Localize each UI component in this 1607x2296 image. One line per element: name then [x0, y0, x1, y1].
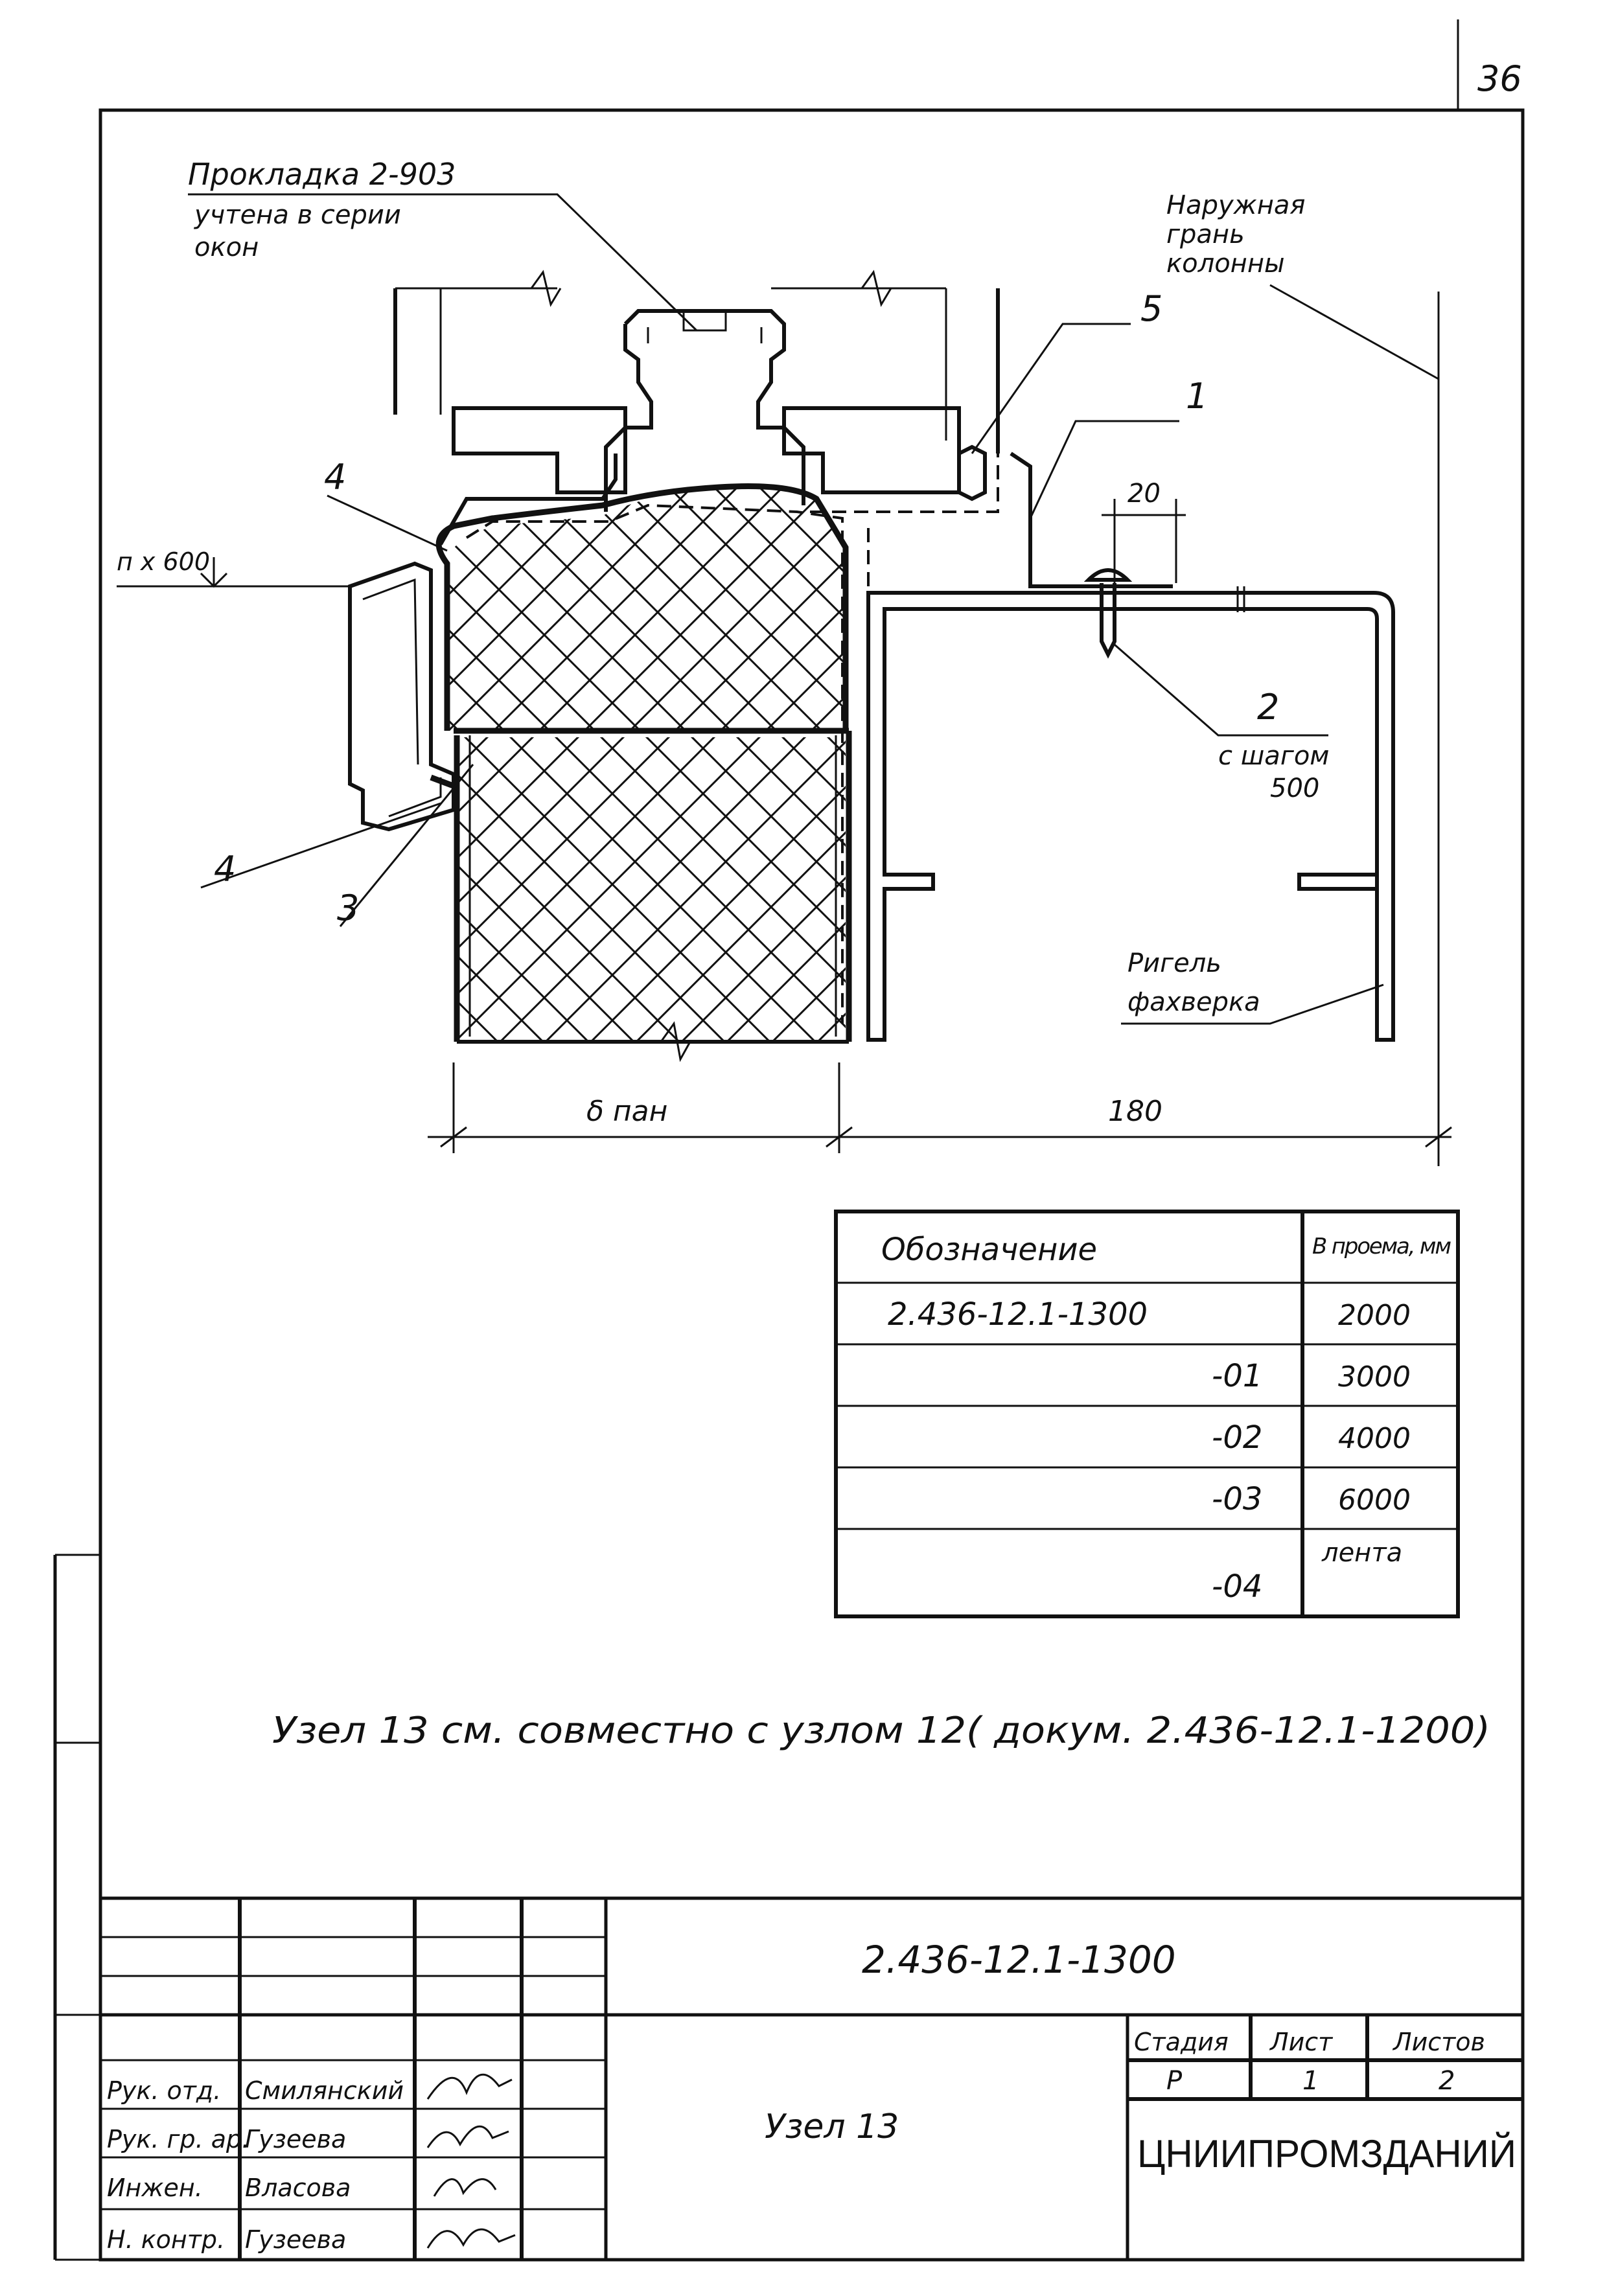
window-frame-profiles	[393, 270, 1000, 512]
gasket-note-line1: учтена в серии	[194, 200, 401, 230]
spec-row-2-designation: -01	[1212, 1358, 1262, 1394]
pos-2-label: 2	[1257, 687, 1279, 728]
organization: ЦНИИПРОМЗДАНИЙ	[1137, 2132, 1516, 2175]
dim-20-text: 20	[1127, 479, 1161, 509]
stage-label: Стадия	[1134, 2028, 1229, 2056]
dim-panel-text: δ пан	[586, 1095, 667, 1128]
spec-row-4-value: 6000	[1338, 1484, 1411, 1517]
drawing-title: Узел 13	[765, 2107, 899, 2146]
outer-face-line3: колонны	[1166, 249, 1285, 279]
name-3: Власова	[245, 2174, 351, 2202]
spec-row-5-value: лента	[1321, 1538, 1402, 1568]
node-13-section: Прокладка 2-903 учтена в серии окон Нару…	[117, 157, 1452, 1166]
pos-3-label: 3	[337, 888, 359, 928]
flashing-1	[1010, 452, 1173, 588]
pos-4-top-label: 4	[324, 457, 346, 498]
sheets-value: 2	[1439, 2066, 1455, 2096]
sheet-number: 36	[1477, 58, 1522, 99]
pos-5-label: 5	[1140, 288, 1162, 329]
title-block: 2.436-12.1-1300 Узел 13 Стадия Лист Лист…	[100, 1896, 1523, 2260]
name-4: Гузеева	[245, 2225, 346, 2254]
pos-2-step-line2: 500	[1270, 774, 1319, 803]
beam-line2: фахверка	[1127, 987, 1260, 1017]
spec-row-3-value: 4000	[1338, 1422, 1411, 1455]
steel-beam	[866, 586, 1395, 1042]
role-3: Инжен.	[107, 2174, 203, 2202]
sheet-label: Лист	[1269, 2028, 1334, 2056]
level-mark-text: п х 600	[117, 547, 210, 576]
drawing-note: Узел 13 см. совместно с узлом 12( докум.…	[272, 1710, 1490, 1752]
doc-code: 2.436-12.1-1300	[862, 1938, 1176, 1982]
pos-2-step-line1: с шагом	[1218, 741, 1329, 771]
dim-180-text: 180	[1108, 1095, 1162, 1128]
spec-row-1-value: 2000	[1338, 1299, 1411, 1332]
role-2: Рук. гр. ар.	[107, 2125, 249, 2153]
role-4: Н. контр.	[107, 2225, 225, 2254]
level-mark	[117, 557, 350, 588]
spec-row-5-designation: -04	[1212, 1568, 1262, 1605]
sheet-value: 1	[1302, 2066, 1319, 2096]
upper-insulation	[447, 486, 846, 731]
sill-profile	[348, 561, 458, 832]
name-1: Смилянский	[245, 2076, 404, 2105]
pos-4-bottom-label: 4	[214, 849, 236, 890]
sheets-label: Листов	[1392, 2028, 1485, 2056]
stage-value: Р	[1166, 2066, 1183, 2096]
beam-line1: Ригель	[1127, 948, 1221, 978]
spec-row-4-designation: -03	[1212, 1481, 1262, 1517]
dim-20	[1102, 499, 1186, 583]
outer-face-line1: Наружная	[1166, 190, 1305, 220]
spec-header-opening: В проема, мм	[1312, 1234, 1451, 1259]
pos-1-label: 1	[1186, 376, 1208, 417]
spec-row-1-designation: 2.436-12.1-1300	[888, 1296, 1148, 1333]
outer-face-line2: грань	[1166, 220, 1245, 249]
gasket-note-line2: окон	[194, 233, 259, 262]
spec-table: Обозначение В проема, мм 2.436-12.1-1300…	[834, 1210, 1460, 1618]
name-2: Гузеева	[245, 2125, 346, 2153]
spec-row-2-value: 3000	[1338, 1360, 1411, 1394]
spec-row-3-designation: -02	[1212, 1419, 1262, 1456]
fastener-2	[1083, 568, 1133, 659]
signatures	[426, 2073, 516, 2249]
role-1: Рук. отд.	[107, 2076, 221, 2105]
sealant-5	[957, 444, 987, 501]
bottom-dimensions	[428, 1062, 1452, 1153]
leader-lines	[188, 193, 1439, 1025]
sheet-frame: 36	[53, 19, 1525, 2262]
lower-panel	[457, 737, 846, 1042]
gasket-title: Прокладка 2-903	[188, 157, 456, 192]
spec-header-designation: Обозначение	[881, 1232, 1097, 1268]
